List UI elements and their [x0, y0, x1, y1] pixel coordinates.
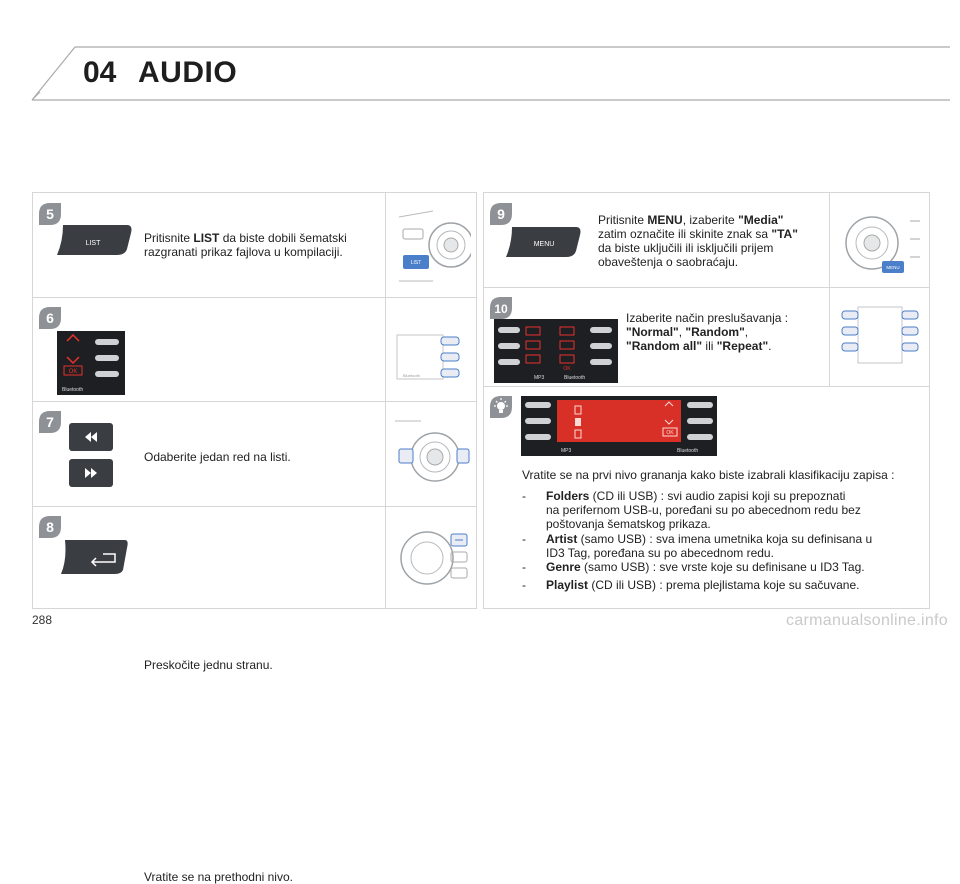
svg-text:MP3: MP3	[561, 448, 572, 454]
step-6-row: 6 OK Bluetooth Odaberite jedan red na li…	[33, 297, 476, 464]
svg-text:Bluetooth: Bluetooth	[564, 375, 585, 381]
left-steps-panel: 5 LIST Pritisnite LIST da biste dobili š…	[32, 192, 477, 884]
list-dash: -	[522, 532, 526, 546]
svg-text:7: 7	[46, 414, 54, 430]
chapter-title: AUDIO	[138, 56, 238, 89]
skip-control-illustration	[395, 420, 470, 482]
svg-text:OK: OK	[666, 430, 674, 436]
step-10-row: 10 MP3 OK Bluetooth Izaberite način pres…	[484, 287, 929, 387]
step-9-text: Pritisnite MENU, izaberite "Media" zatim…	[598, 213, 798, 269]
svg-text:MENU: MENU	[886, 265, 899, 270]
step-number-badge: 9	[490, 203, 512, 225]
svg-text:LIST: LIST	[86, 240, 102, 247]
control-panel-list-illustration: LIST	[398, 210, 471, 282]
step-7-text: Preskočite jednu stranu.	[144, 658, 273, 672]
svg-text:Bluetooth: Bluetooth	[403, 373, 420, 378]
svg-text:OK: OK	[563, 366, 571, 372]
step-number-badge: 7	[39, 411, 61, 433]
page-number: 288	[32, 613, 53, 627]
menu-button-icon: MENU	[506, 227, 581, 257]
list-dash: -	[522, 560, 526, 574]
svg-text:OK: OK	[69, 369, 78, 375]
left-panel-divider	[385, 193, 386, 608]
tip-item-genre: - Genre (samo USB) : sve vrste koje su d…	[522, 560, 865, 574]
svg-text:9: 9	[497, 206, 505, 222]
play-mode-buttons-illustration	[841, 306, 919, 364]
tip-item-artist: - Artist (samo USB) : sva imena umetnika…	[522, 532, 873, 560]
svg-text:Bluetooth: Bluetooth	[62, 387, 83, 393]
svg-text:6: 6	[46, 310, 54, 326]
list-dash: -	[522, 578, 526, 592]
control-panel-menu-illustration: MENU	[845, 216, 920, 273]
display-ok-illustration: OK Bluetooth	[57, 331, 125, 395]
right-steps-panel: 9 MENU Pritisnite MENU, izaberite "Media…	[483, 192, 930, 609]
svg-text:Bluetooth: Bluetooth	[677, 448, 698, 454]
step-number-badge: 6	[39, 307, 61, 329]
step-7-row: 7 Preskočite jednu stranu.	[33, 401, 476, 672]
step-number-badge: 10	[490, 297, 512, 319]
skip-buttons-icon	[69, 423, 113, 487]
chapter-number: 04	[83, 56, 117, 89]
step-number-badge: 8	[39, 516, 61, 538]
watermark: carmanualsonline.info	[786, 612, 948, 629]
svg-text:5: 5	[46, 206, 54, 222]
step-5-text: Pritisnite LIST da biste dobili šematski…	[144, 231, 347, 259]
right-panel-divider	[829, 193, 830, 386]
tip-item-playlist: - Playlist (CD ili USB) : prema plejlist…	[522, 578, 860, 592]
list-dash: -	[522, 489, 526, 503]
svg-text:8: 8	[46, 519, 54, 535]
play-mode-displays-illustration: MP3 OK Bluetooth	[494, 319, 618, 383]
tip-bulb-badge-icon	[490, 396, 512, 418]
svg-text:MP3: MP3	[534, 375, 545, 381]
step-5-row: 5 LIST Pritisnite LIST da biste dobili š…	[33, 193, 476, 298]
tip-item-folders: - Folders (CD ili USB) : svi audio zapis…	[522, 489, 861, 531]
list-button-icon: LIST	[57, 225, 132, 255]
back-control-illustration	[400, 531, 468, 585]
step-9-row: 9 MENU Pritisnite MENU, izaberite "Media…	[484, 193, 929, 288]
step-10-text: Izaberite način preslušavanja : "Normal"…	[626, 311, 789, 353]
tip-intro: Vratite se na prvi nivo grananja kako bi…	[522, 468, 895, 482]
browse-display-illustration: OK MP3 Bluetooth	[521, 396, 717, 456]
back-button-icon	[61, 540, 128, 574]
step-6-text: Odaberite jedan red na listi.	[144, 450, 291, 464]
chapter-header-frame	[31, 46, 950, 101]
svg-text:LIST: LIST	[411, 260, 422, 266]
display-buttons-illustration: Bluetooth	[396, 334, 460, 380]
svg-text:10: 10	[494, 302, 508, 316]
svg-text:MENU: MENU	[534, 241, 555, 248]
step-8-text: Vratite se na prethodni nivo.	[144, 870, 293, 884]
tip-section: OK MP3 Bluetooth Vratite se na prvi nivo…	[484, 386, 929, 608]
step-number-badge: 5	[39, 203, 61, 225]
chapter-header: 04 AUDIO	[0, 0, 960, 110]
step-8-row: 8 Vratite se na prethodni nivo.	[33, 506, 476, 884]
